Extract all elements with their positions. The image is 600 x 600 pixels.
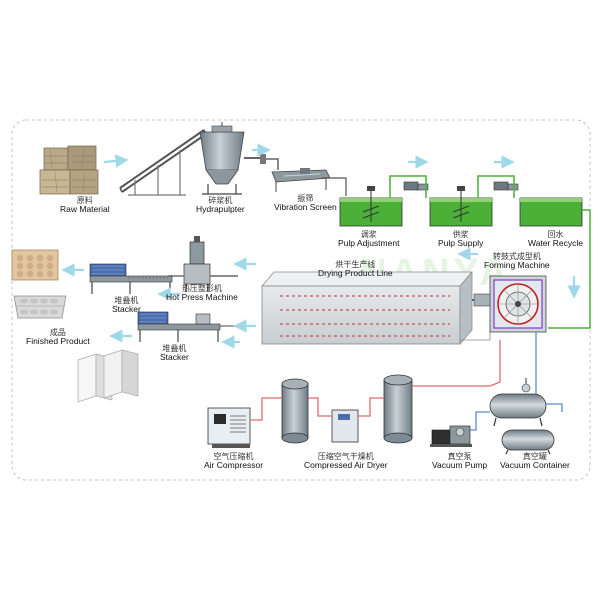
drying-line-icon [261, 271, 491, 345]
hydrapulpter-icon [199, 122, 262, 195]
label-finished-product: 成品 Finished Product [26, 328, 90, 347]
blue-vacuum-pipe [470, 403, 563, 431]
label-vacuum-container-zh: 真空罐 [522, 452, 547, 461]
label-vacuum-container-en: Vacuum Container [500, 460, 570, 471]
label-stacker-bottom-en: Stacker [160, 352, 189, 363]
label-hot-press-zh: 热压整形机 [181, 284, 222, 293]
label-hot-press: 热压整形机 Hot Press Machine [166, 284, 238, 303]
flow-arrows [61, 143, 581, 349]
label-air-dryer-en: Compressed Air Dryer [304, 460, 388, 471]
dashed-frame [11, 119, 591, 481]
pulp-pipe [389, 175, 427, 198]
air-tank-left-icon [281, 378, 309, 444]
stacker-bottom-icon [137, 311, 236, 342]
arrow-raw-to-conveyor [103, 154, 129, 168]
label-stacker-top-zh: 堆叠机 [114, 296, 139, 305]
label-stacker-top: 堆叠机 Stacker [112, 296, 141, 315]
label-vibration-screen-zh: 振筛 [297, 194, 314, 203]
label-air-compressor-en: Air Compressor [204, 460, 264, 471]
hot-press-machine-icon [168, 236, 238, 292]
label-water-recycle-en: Water Recycle [528, 238, 583, 249]
air-tank-right-icon [383, 374, 413, 444]
label-pulp-adjustment-zh: 调浆 [360, 230, 377, 239]
label-forming-machine-zh: 转鼓式成型机 [492, 252, 541, 261]
label-pulp-adjustment-en: Pulp Adjustment [338, 238, 400, 249]
label-air-compressor-zh: 空气压缩机 [213, 452, 254, 461]
label-pulp-supply: 供浆 Pulp Supply [438, 230, 483, 249]
egg-box-product-icon [13, 295, 67, 319]
label-vibration-screen-en: Vibration Screen [274, 202, 337, 213]
label-water-recycle: 回水 Water Recycle [528, 230, 583, 249]
label-vibration-screen: 振筛 Vibration Screen [274, 194, 337, 213]
air-dryer-icon [331, 409, 359, 443]
green-return-pipe [548, 209, 591, 329]
label-forming-machine-en: Forming Machine [484, 260, 550, 271]
water-recycle-pump-icon [493, 181, 519, 191]
label-raw-material-zh: 原料 [76, 196, 93, 205]
red-air-pipe [250, 340, 501, 421]
label-hydrapulpter-en: Hydrapulpter [196, 204, 245, 215]
label-drying-line-en: Drying Product Line [318, 268, 393, 279]
stacker-top-icon [89, 263, 173, 294]
pulp-supply-tank-icon [429, 186, 493, 227]
label-air-dryer-zh: 压缩空气干燥机 [317, 452, 374, 461]
label-hydrapulpter: 碎浆机 Hydrapulpter [196, 196, 245, 215]
label-stacker-bottom: 堆叠机 Stacker [160, 344, 189, 363]
vacuum-pump-icon [430, 425, 472, 447]
inclined-conveyor-icon [119, 129, 207, 196]
packaging-blocks-icon [77, 349, 139, 403]
label-vacuum-pump: 真空泵 Vacuum Pump [432, 452, 487, 471]
vibration-screen-icon [260, 154, 331, 192]
label-vacuum-pump-en: Vacuum Pump [432, 460, 488, 471]
pulp-adjustment-tank-icon [322, 177, 403, 227]
label-pulp-supply-en: Pulp Supply [438, 238, 484, 249]
label-vacuum-container: 真空罐 Vacuum Container [500, 452, 570, 471]
label-forming-machine: 转鼓式成型机 Forming Machine [484, 252, 550, 271]
label-water-recycle-zh: 回水 [547, 230, 564, 239]
label-stacker-top-en: Stacker [112, 304, 141, 315]
label-drying-line-zh: 烘干生产线 [335, 260, 376, 269]
supply-pipe [477, 175, 515, 198]
forming-machine-icon [467, 275, 547, 333]
label-stacker-bottom-zh: 堆叠机 [162, 344, 187, 353]
raw-material-bales-icon [39, 145, 99, 195]
label-pulp-adjustment: 调浆 Pulp Adjustment [338, 230, 399, 249]
label-vacuum-pump-zh: 真空泵 [447, 452, 472, 461]
label-hydrapulpter-zh: 碎浆机 [208, 196, 233, 205]
label-drying-line: 烘干生产线 Drying Product Line [318, 260, 393, 279]
label-air-compressor: 空气压缩机 Air Compressor [204, 452, 263, 471]
label-raw-material-en: Raw Material [60, 204, 110, 215]
air-compressor-icon [207, 407, 251, 448]
pulp-pump-icon [403, 181, 429, 191]
label-finished-product-en: Finished Product [26, 336, 90, 347]
vacuum-container-icon [489, 378, 555, 455]
label-finished-product-zh: 成品 [49, 328, 66, 337]
label-pulp-supply-zh: 供浆 [452, 230, 469, 239]
label-hot-press-en: Hot Press Machine [166, 292, 238, 303]
label-raw-material: 原料 Raw Material [60, 196, 110, 215]
egg-tray-product-icon [11, 249, 59, 281]
water-recycle-tank-icon [519, 197, 583, 227]
label-air-dryer: 压缩空气干燥机 Compressed Air Dryer [304, 452, 388, 471]
